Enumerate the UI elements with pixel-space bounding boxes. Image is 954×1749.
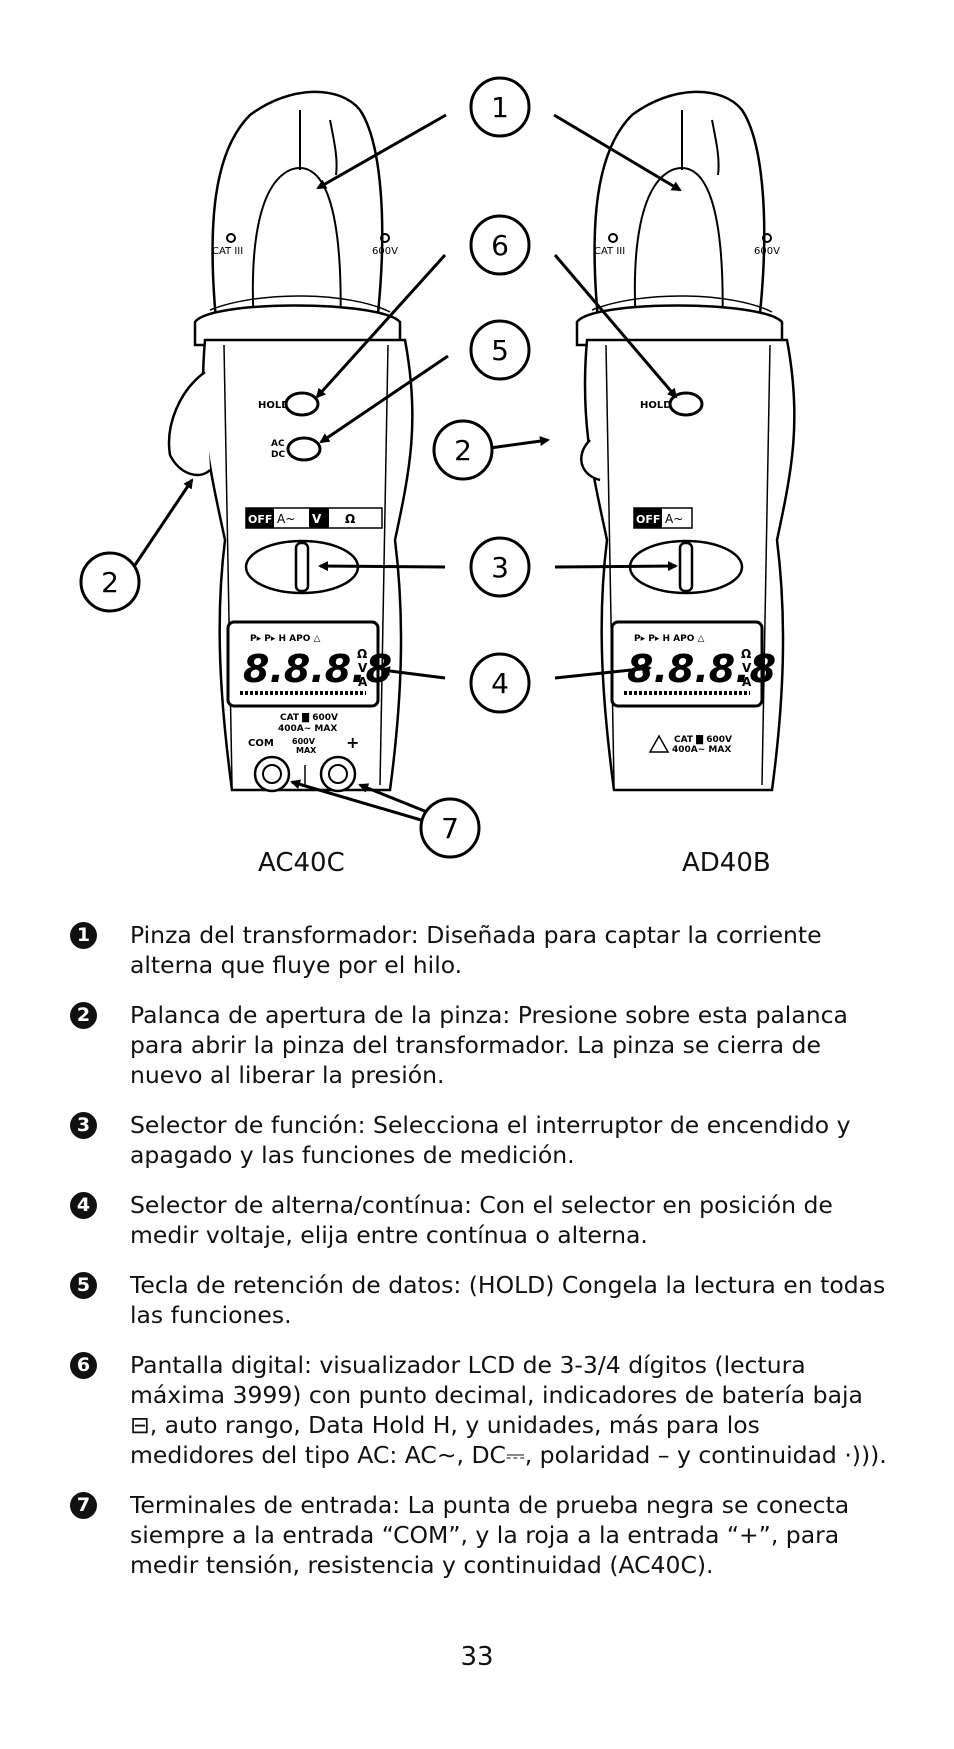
item-text: Pinza del transformador: Diseñada para c… [130,921,822,979]
left-hold-button [284,391,320,417]
legend-item: 3 Selector de función: Selecciona el int… [70,1110,900,1170]
right-voltage-label: 600V [754,246,780,257]
item-number: 6 [70,1352,97,1379]
left-rating-1: CAT ▇ 600V [280,712,338,723]
item-number: 2 [70,1002,97,1029]
left-lcd-icons: P▸ P▸ H APO △ [250,634,321,644]
right-sel-a: A~ [665,512,683,526]
right-hold-button [668,391,704,417]
left-lcd-ohm: Ω [357,647,367,661]
legend-item: 2 Palanca de apertura de la pinza: Presi… [70,1000,900,1090]
legend-list: 1 Pinza del transformador: Diseñada para… [70,920,900,1600]
left-lcd-digits: 8.8.8.8 [243,647,392,691]
right-cat-label: CAT III [594,246,625,257]
right-rating-2: 400A~ MAX [672,745,731,755]
right-hold-label: HOLD [640,400,672,411]
item-number: 5 [70,1272,97,1299]
meter-illustration: CAT III 600V HOLD AC DC OFF A~ V Ω P▸ P▸… [79,76,796,859]
left-sel-off: OFF [248,513,272,526]
item-number: 1 [70,922,97,949]
callout-3: 3 [491,551,509,584]
callout-4: 5 [491,334,509,367]
callout-1: 1 [491,91,509,124]
left-lcd-a: A [358,675,368,689]
left-sel-ohm: Ω [345,512,355,526]
item-text: Terminales de entrada: La punta de prueb… [130,1491,850,1579]
right-lcd-v: V [742,661,752,675]
model-label-ad40b: AD40B [682,848,771,878]
left-com-label: COM [248,738,274,749]
left-lcd [226,620,380,708]
right-rating-1: CAT ▇ 600V [674,734,732,745]
left-acdc-button [286,436,322,462]
left-sel-a: A~ [277,512,295,526]
left-jack-rating-1: 600V [292,737,316,746]
callout-5: 6 [491,229,509,262]
left-trigger [167,370,211,477]
left-jaw [211,90,384,342]
warning-icon [648,734,670,753]
callout-6: 4 [491,667,509,700]
meter-ac40c: CAT III 600V HOLD AC DC OFF A~ V Ω P▸ P▸… [167,90,414,793]
legend-item: 7 Terminales de entrada: La punta de pru… [70,1490,900,1580]
item-text: Selector de alterna/contínua: Con el sel… [130,1191,833,1249]
legend-item: 4 Selector de alterna/contínua: Con el s… [70,1190,900,1250]
item-text: Tecla de retención de datos: (HOLD) Cong… [130,1271,886,1329]
item-text: Pantalla digital: visualizador LCD de 3-… [130,1351,887,1469]
left-lcd-v: V [358,661,368,675]
callout-2-left: 2 [101,566,119,599]
left-voltage-label: 600V [372,246,398,257]
left-cat-label: CAT III [212,246,243,257]
page-number: 33 [460,1642,494,1672]
left-dc-label: DC [271,450,285,460]
callout-2-right: 2 [454,434,472,467]
left-rating-2: 400A~ MAX [278,724,337,734]
legend-item: 1 Pinza del transformador: Diseñada para… [70,920,900,980]
model-label-ac40c: AC40C [258,848,345,878]
legend-item: 5 Tecla de retención de datos: (HOLD) Co… [70,1270,900,1330]
left-jack-rating-2: MAX [296,746,317,755]
item-number: 7 [70,1492,97,1519]
right-sel-off: OFF [636,513,660,526]
left-plus-label: + [346,733,359,752]
right-lcd-icons: P▸ P▸ H APO △ [634,634,705,644]
meter-ad40b: CAT III 600V HOLD OFF A~ P▸ P▸ H APO △ 8… [575,90,796,792]
left-ac-label: AC [271,439,285,449]
left-sel-v: V [312,512,322,526]
callouts: 1 6 5 2 2 3 4 7 [79,76,531,859]
callout-7: 7 [441,812,459,845]
item-number: 3 [70,1112,97,1139]
right-lcd [610,620,764,708]
left-hold-label: HOLD [258,400,290,411]
item-number: 4 [70,1192,97,1219]
item-text: Selector de función: Selecciona el inter… [130,1111,851,1169]
right-lcd-ohm: Ω [741,647,751,661]
legend-item: 6 Pantalla digital: visualizador LCD de … [70,1350,900,1470]
item-text: Palanca de apertura de la pinza: Presion… [130,1001,848,1089]
right-lcd-a: A [742,675,752,689]
